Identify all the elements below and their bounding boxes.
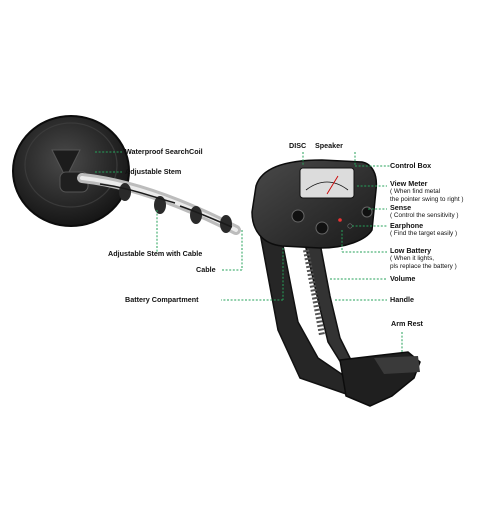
label-volume: Volume <box>390 274 416 283</box>
arm-rest <box>339 351 421 407</box>
label-cable: Cable <box>196 265 216 274</box>
label-battery-compartment: Battery Compartment <box>125 295 199 304</box>
control-box <box>251 159 378 249</box>
label-control-box: Control Box <box>390 161 432 170</box>
earphone-note: ( Find the target easily ) <box>390 230 458 237</box>
label-arm-rest: Arm Rest <box>391 319 423 328</box>
sense-note: ( Control the sensitivity ) <box>390 212 459 219</box>
leader-lines <box>95 151 403 352</box>
label-speaker: Speaker <box>315 141 343 150</box>
label-handle: Handle <box>390 295 414 304</box>
label-earphone: Earphone ( Find the target easily ) <box>390 221 458 238</box>
label-disc: DISC <box>289 141 307 150</box>
label-adjustable-stem: Adjustable Stem <box>125 167 182 176</box>
label-waterproof-searchcoil: Waterproof SearchCoil <box>125 147 203 156</box>
label-sense: Sense ( Control the sensitivity ) <box>390 203 459 220</box>
low-battery-note-2: pls replace the battery ) <box>390 263 457 270</box>
view-meter-note-2: the pointer swing to right ) <box>390 196 464 203</box>
label-adjustable-stem-with-cable: Adjustable Stem with Cable <box>108 249 203 258</box>
search-coil <box>12 115 130 227</box>
adjustable-stem <box>77 173 241 235</box>
view-meter-note-1: ( When find metal <box>390 188 441 195</box>
low-battery-note-1: ( When it lights, <box>390 255 435 262</box>
label-low-battery: Low Battery ( When it lights, pls replac… <box>390 246 457 271</box>
label-view-meter: View Meter ( When find metal the pointer… <box>390 179 464 204</box>
